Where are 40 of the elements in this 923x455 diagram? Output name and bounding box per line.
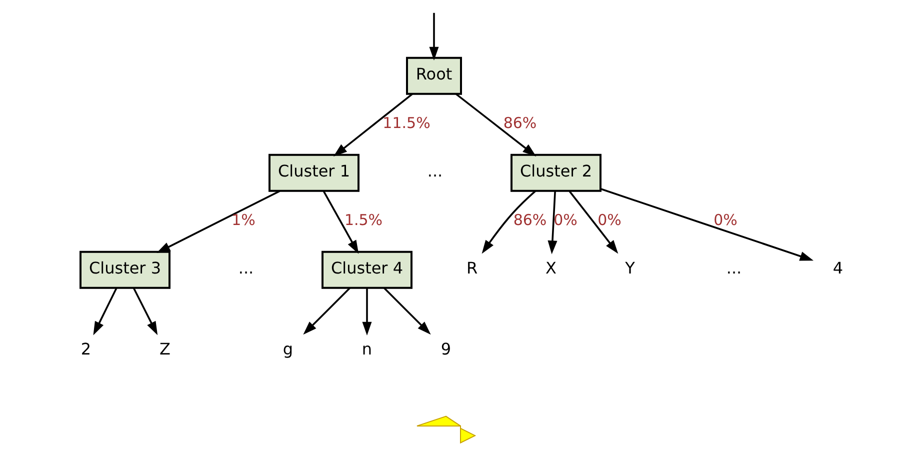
arrow — [547, 191, 557, 254]
edge-label: 1.5% — [344, 210, 382, 229]
node-text: Y — [624, 258, 634, 278]
arrow — [322, 190, 358, 254]
node-box: Root — [406, 56, 462, 95]
node-text: X — [545, 258, 556, 278]
edge-label: 11.5% — [382, 114, 430, 132]
label: ... — [726, 258, 742, 278]
node-text: g — [282, 340, 293, 359]
arrow — [156, 190, 280, 253]
node-box: Cluster 2 — [510, 154, 601, 192]
node-text: n — [361, 340, 372, 359]
arrow — [455, 93, 536, 156]
arrow — [383, 287, 430, 335]
node-box: Cluster 3 — [79, 250, 170, 289]
label: ... — [426, 162, 442, 181]
edge-label: 0% — [553, 210, 577, 229]
arrow — [568, 190, 618, 254]
label: ... — [238, 258, 254, 278]
node-text: 4 — [832, 258, 843, 278]
arrow — [92, 288, 117, 336]
node-box: Cluster 4 — [321, 250, 412, 289]
arrow — [428, 12, 438, 60]
node-arrow — [416, 416, 476, 444]
node-text: 9 — [440, 340, 451, 359]
edge-label: 1% — [231, 210, 255, 229]
arrow — [600, 188, 814, 261]
edge-label: 0% — [713, 210, 737, 229]
edge-label: 0% — [597, 210, 621, 229]
arrow — [362, 288, 372, 336]
edge-label: 86% — [502, 114, 536, 132]
arrow — [332, 93, 412, 156]
node-box: Cluster 1 — [268, 154, 359, 192]
arrow — [302, 287, 350, 335]
edge-label: 86% — [512, 210, 546, 229]
node-text: 2 — [80, 340, 91, 359]
arrow — [481, 190, 536, 254]
node-text: Z — [159, 340, 170, 359]
node-text: R — [466, 258, 478, 278]
arrow — [132, 288, 158, 336]
